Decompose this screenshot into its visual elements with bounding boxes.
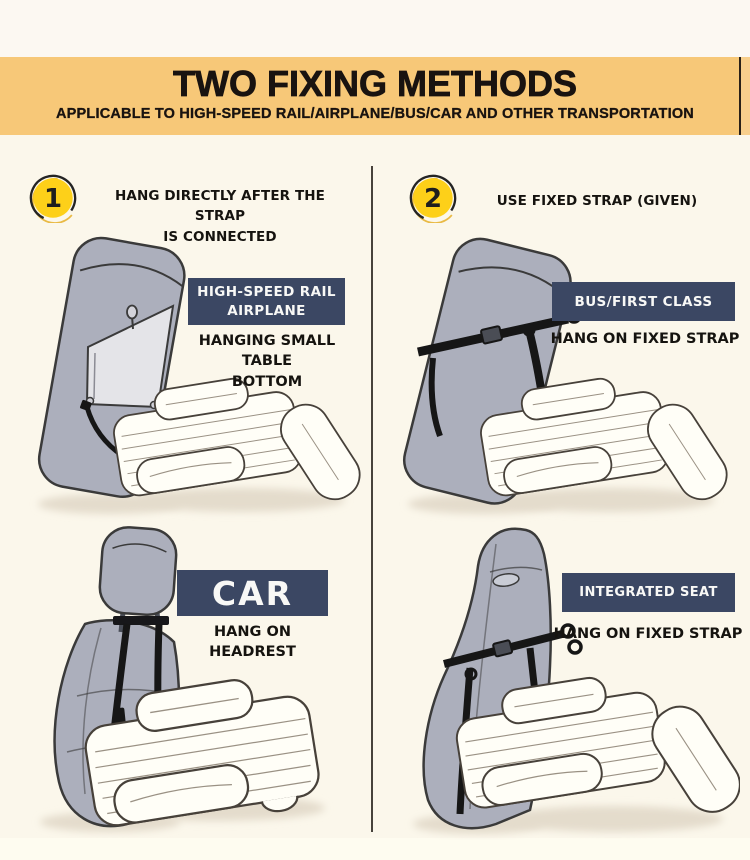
note-hang-on-headrest: HANG ON HEADREST <box>170 622 335 663</box>
step-number-2-badge: 2 <box>408 173 458 224</box>
heading-line: USE FIXED STRAP (GIVEN) <box>496 193 698 209</box>
page-title: TWO FIXING METHODS <box>173 63 578 104</box>
heading-method-2: USE FIXED STRAP (GIVEN) <box>472 191 722 211</box>
heading-line: HANG DIRECTLY AFTER THE STRAP <box>115 188 325 225</box>
badge-line: BUS/FIRST CLASS <box>574 293 713 310</box>
badge-line: AIRPLANE <box>227 302 306 319</box>
car-seat-illustration <box>40 526 325 832</box>
number-circle-icon: 2 <box>409 174 458 224</box>
heading-line: IS CONNECTED <box>163 228 277 245</box>
badge-bus-first-class: BUS/FIRST CLASS <box>552 282 735 321</box>
note-line: HANGING SMALL TABLE <box>198 333 336 370</box>
badge-car: CAR <box>177 570 328 616</box>
heading-method-1: HANG DIRECTLY AFTER THE STRAP IS CONNECT… <box>96 186 344 247</box>
step-number-1-badge: 1 <box>28 173 78 224</box>
bottom-margin-strip <box>0 838 750 860</box>
rail-airplane-seat-illustration <box>37 236 361 514</box>
badge-high-speed-rail-airplane: HIGH-SPEED RAIL AIRPLANE <box>188 278 345 325</box>
number-circle-icon: 1 <box>29 174 78 224</box>
badge-line: INTEGRATED SEAT <box>579 585 718 600</box>
note-hang-on-fixed-strap-2: HANG ON FIXED STRAP <box>545 624 750 644</box>
integrated-seat-illustration <box>413 527 740 834</box>
vertical-divider <box>371 166 373 832</box>
note-line: HANG ON FIXED STRAP <box>553 626 743 642</box>
note-hanging-small-table-bottom: HANGING SMALL TABLE BOTTOM <box>178 331 356 392</box>
bus-first-class-seat-illustration <box>403 237 728 514</box>
note-hang-on-fixed-strap: HANG ON FIXED STRAP <box>545 329 745 349</box>
badge-line: HIGH-SPEED RAIL <box>197 283 336 300</box>
note-line: BOTTOM <box>231 373 303 390</box>
header-banner: TWO FIXING METHODS APPLICABLE TO HIGH-SP… <box>0 57 750 135</box>
note-line: HANG ON FIXED STRAP <box>550 331 740 347</box>
page-subtitle: APPLICABLE TO HIGH-SPEED RAIL/AIRPLANE/B… <box>56 105 694 122</box>
badge-integrated-seat: INTEGRATED SEAT <box>562 573 735 612</box>
banner-edge-tail <box>741 57 750 135</box>
note-line: HANG ON HEADREST <box>209 624 296 661</box>
badge-line: CAR <box>211 573 294 613</box>
top-margin-strip <box>0 0 750 57</box>
step-number-text: 2 <box>424 184 442 214</box>
banner-edge-line <box>739 57 741 135</box>
step-number-text: 1 <box>44 184 62 214</box>
